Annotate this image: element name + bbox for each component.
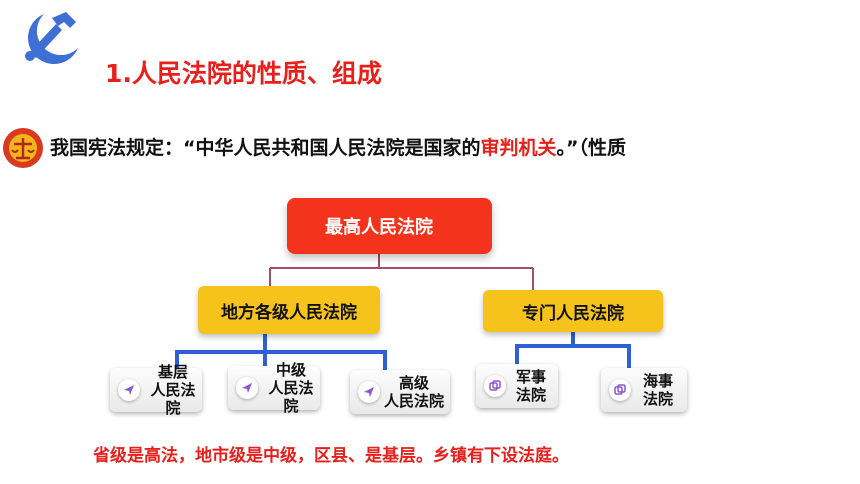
page-title: 1.人民法院的性质、组成 xyxy=(105,59,382,88)
statement-prefix: 我国宪法规定：“中华人民共和国人民法院是国家的 xyxy=(50,137,481,159)
local-courts-box: 地方各级人民法院 xyxy=(198,286,380,334)
high-court-line1: 高级 xyxy=(399,374,430,392)
military-court-card: 军事法院 xyxy=(476,364,558,408)
send-icon xyxy=(118,379,140,401)
basic-court-card: 基层人民法院 xyxy=(110,363,202,417)
high-court-line2: 人民法院 xyxy=(384,392,445,410)
intermediate-court-line2: 人民法院 xyxy=(268,379,314,415)
court-level-note: 省级是高法，地市级是中级，区县、是基层。乡镇有下设法庭。 xyxy=(93,446,569,466)
send-icon xyxy=(236,377,258,399)
court-emblem-icon xyxy=(2,126,44,174)
special-courts-box: 专门人民法院 xyxy=(483,290,663,332)
high-court-card: 高级人民法院 xyxy=(350,370,450,414)
supreme-court-box: 最高人民法院 xyxy=(287,198,492,254)
intermediate-court-card: 中级人民法院 xyxy=(228,361,320,415)
copy-icon xyxy=(484,375,506,397)
military-court-line1: 军事 xyxy=(516,368,547,386)
statement-highlight: 审判机关 xyxy=(480,137,557,159)
constitution-statement: 我国宪法规定：“中华人民共和国人民法院是国家的审判机关。”（性质 xyxy=(50,133,626,160)
maritime-court-line1: 海事 xyxy=(643,372,674,390)
military-court-line2: 法院 xyxy=(516,386,547,404)
basic-court-line2: 人民法院 xyxy=(150,381,196,417)
basic-court-line1: 基层 xyxy=(157,363,188,381)
send-icon xyxy=(358,381,380,403)
intermediate-court-line1: 中级 xyxy=(275,361,306,379)
copy-icon xyxy=(609,379,631,401)
statement-suffix: 。”（性质 xyxy=(556,137,627,159)
maritime-court-card: 海事法院 xyxy=(601,368,687,412)
maritime-court-line2: 法院 xyxy=(643,390,674,408)
party-emblem-logo xyxy=(16,8,86,74)
